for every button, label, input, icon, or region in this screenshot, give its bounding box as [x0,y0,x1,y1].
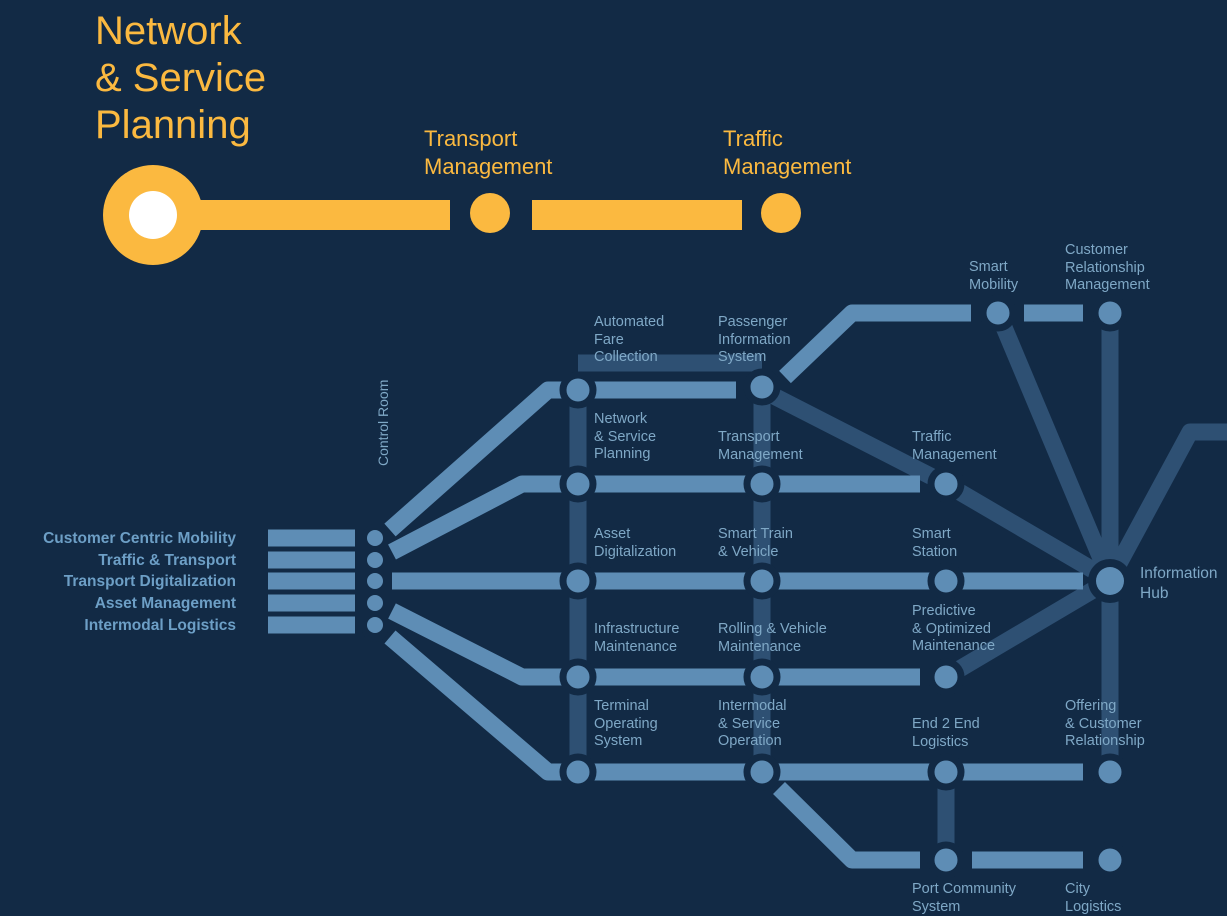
yellow-segment-2 [532,200,742,230]
faded-line-smart-mobility-hub [990,309,1118,584]
faded-line-hub-offpage [1102,423,1227,585]
route-pis-smart-mobility [779,304,971,384]
information-hub-label: Information Hub [1140,565,1218,602]
yellow-station-transport [470,193,510,233]
control-room-dot-2 [367,552,383,568]
control-room-label: Control Room [375,379,391,466]
route-terminal-offering [384,630,1083,781]
control-room-dot-3 [367,573,383,589]
hub-dot [1096,567,1124,595]
station-smart-mobility [979,294,1017,332]
station-predictive [927,658,965,696]
blue-lines [268,304,1083,869]
label-infra-maint: Infrastructure Maintenance [594,621,680,655]
station-city [1091,841,1129,879]
diagram-title: Network & Service Planning [95,9,267,147]
yellow-segment-1 [190,200,450,230]
label-smart-train: Smart Train & Vehicle [718,526,793,560]
station-afc [559,371,597,409]
stations [559,294,1129,879]
station-pis [743,368,781,406]
label-terminal-os: Terminal Operating System [594,698,658,749]
station-crm [1091,294,1129,332]
input-label-1: Customer Centric Mobility [43,530,236,547]
label-network-planning: Network & Service Planning [594,411,657,462]
top-label-transport: Transport Management [424,126,553,179]
station-intermodal [743,753,781,791]
route-intermodal-port [773,781,920,869]
label-predictive-maint: Predictive & Optimized Maintenance [912,603,996,654]
input-label-2: Traffic & Transport [98,552,236,569]
label-automated-fare: Automated Fare Collection [594,314,665,365]
input-label-5: Intermodal Logistics [84,617,236,634]
label-smart-station: Smart Station [912,526,958,560]
station-rolling [743,658,781,696]
label-asset-digital: Asset Digitalization [594,526,677,560]
control-room-dot-5 [367,617,383,633]
station-asset [559,562,597,600]
station-traffic [927,465,965,503]
label-end2end: End 2 End Logistics [912,716,980,750]
station-smart-train [743,562,781,600]
label-smart-mobility: Smart Mobility [969,259,1019,293]
input-label-3: Transport Digitalization [63,573,236,590]
route-network-traffic [388,475,920,560]
yellow-start-core [129,191,177,239]
yellow-station-traffic [761,193,801,233]
label-intermodal: Intermodal & Service Operation [718,698,787,749]
label-port-community: Port Community System [912,881,1016,915]
control-room-dots [367,530,383,633]
control-room-dot-1 [367,530,383,546]
station-offering [1091,753,1129,791]
route-infra-predictive [388,603,920,686]
label-traffic-mgmt: Traffic Management [912,429,997,463]
station-port [927,841,965,879]
station-transport [743,465,781,503]
label-offering: Offering & Customer Relationship [1065,698,1145,749]
label-passenger-info: Passenger Information System [718,314,791,365]
faded-line-predictive-hub [941,572,1115,685]
station-terminal [559,753,597,791]
station-infra [559,658,597,696]
label-transport-mgmt: Transport Management [718,429,803,463]
input-label-4: Asset Management [94,595,236,612]
station-network [559,465,597,503]
label-rolling-maint: Rolling & Vehicle Maintenance [718,621,827,655]
route-afc-pis [384,381,736,537]
control-room-dot-4 [367,595,383,611]
top-label-traffic: Traffic Management [723,126,852,179]
label-city-logistics: City Logistics [1065,881,1122,915]
station-end2end [927,753,965,791]
station-smart-station [927,562,965,600]
label-crm: Customer Relationship Management [1065,242,1150,293]
